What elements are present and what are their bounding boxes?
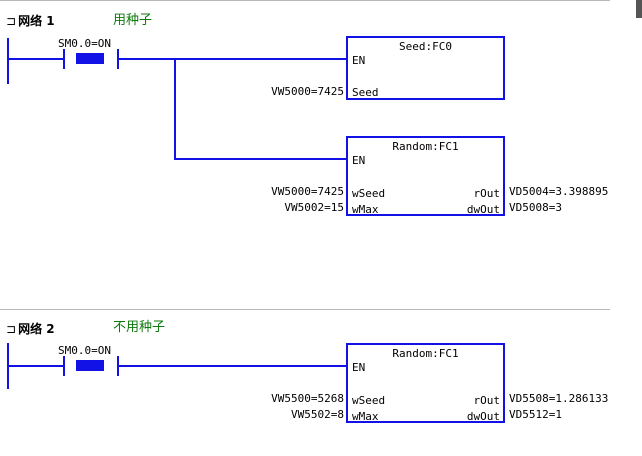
wire-rail-contact-2 bbox=[7, 365, 64, 367]
en-pin: EN bbox=[352, 361, 366, 374]
input-value-seed[interactable]: VW5000=7425 bbox=[271, 85, 344, 98]
network-2-title[interactable]: ⊐网络 2 bbox=[6, 322, 55, 336]
contact-state-2[interactable] bbox=[76, 360, 104, 371]
collapse-icon[interactable]: ⊐ bbox=[6, 14, 17, 28]
block-title: Seed:FC0 bbox=[399, 40, 452, 53]
output-value-dwout[interactable]: VD5512=1 bbox=[509, 408, 562, 421]
en-pin: EN bbox=[352, 54, 366, 67]
contact-state-1[interactable] bbox=[76, 53, 104, 64]
output-pin-dwout: dwOut bbox=[466, 203, 500, 216]
scrollbar[interactable] bbox=[636, 0, 642, 18]
network-2-comment[interactable]: 不用种子 bbox=[113, 320, 166, 335]
wire-rail-contact-1 bbox=[7, 58, 64, 60]
branch-horizontal-1 bbox=[174, 158, 348, 160]
block-title: Random:FC1 bbox=[392, 347, 459, 360]
network-1-title[interactable]: ⊐网络 1 bbox=[6, 14, 55, 28]
input-pin-wmax: wMax bbox=[352, 203, 379, 216]
block-title: Random:FC1 bbox=[392, 140, 459, 153]
input-value-wmax[interactable]: VW5502=8 bbox=[291, 408, 344, 421]
input-pin-seed: Seed bbox=[352, 86, 379, 99]
function-block-random[interactable]: Random:FC1 EN wSeed wMax rOut dwOut bbox=[346, 136, 505, 216]
network-divider bbox=[0, 309, 610, 310]
wire-contact-block-1 bbox=[117, 58, 348, 60]
function-block-random-2[interactable]: Random:FC1 EN wSeed wMax rOut dwOut bbox=[346, 343, 505, 423]
wire-contact-block-2 bbox=[117, 365, 348, 367]
input-value-wseed[interactable]: VW5000=7425 bbox=[271, 185, 344, 198]
collapse-icon[interactable]: ⊐ bbox=[6, 322, 17, 336]
contact-label-2[interactable]: SM0.0=ON bbox=[58, 344, 111, 357]
top-divider bbox=[0, 0, 610, 1]
output-value-rout[interactable]: VD5508=1.286133 bbox=[509, 392, 609, 405]
contact-left-bar-1 bbox=[63, 49, 65, 69]
network-1-comment[interactable]: 用种子 bbox=[113, 13, 153, 28]
output-pin-rout: rOut bbox=[473, 187, 501, 200]
power-rail-1 bbox=[7, 38, 9, 84]
input-value-wseed[interactable]: VW5500=5268 bbox=[271, 392, 344, 405]
contact-left-bar-2 bbox=[63, 356, 65, 376]
input-pin-wmax: wMax bbox=[352, 410, 379, 423]
output-pin-dwout: dwOut bbox=[466, 410, 500, 423]
input-pin-wseed: wSeed bbox=[352, 187, 386, 200]
input-value-wmax[interactable]: VW5002=15 bbox=[284, 201, 344, 214]
output-value-dwout[interactable]: VD5008=3 bbox=[509, 201, 562, 214]
output-pin-rout: rOut bbox=[473, 394, 501, 407]
en-pin: EN bbox=[352, 154, 366, 167]
output-value-rout[interactable]: VD5004=3.398895 bbox=[509, 185, 609, 198]
function-block-seed[interactable]: Seed:FC0 EN Seed bbox=[346, 36, 505, 100]
input-pin-wseed: wSeed bbox=[352, 394, 386, 407]
branch-vertical-1 bbox=[174, 58, 176, 160]
contact-label-1[interactable]: SM0.0=ON bbox=[58, 37, 111, 50]
